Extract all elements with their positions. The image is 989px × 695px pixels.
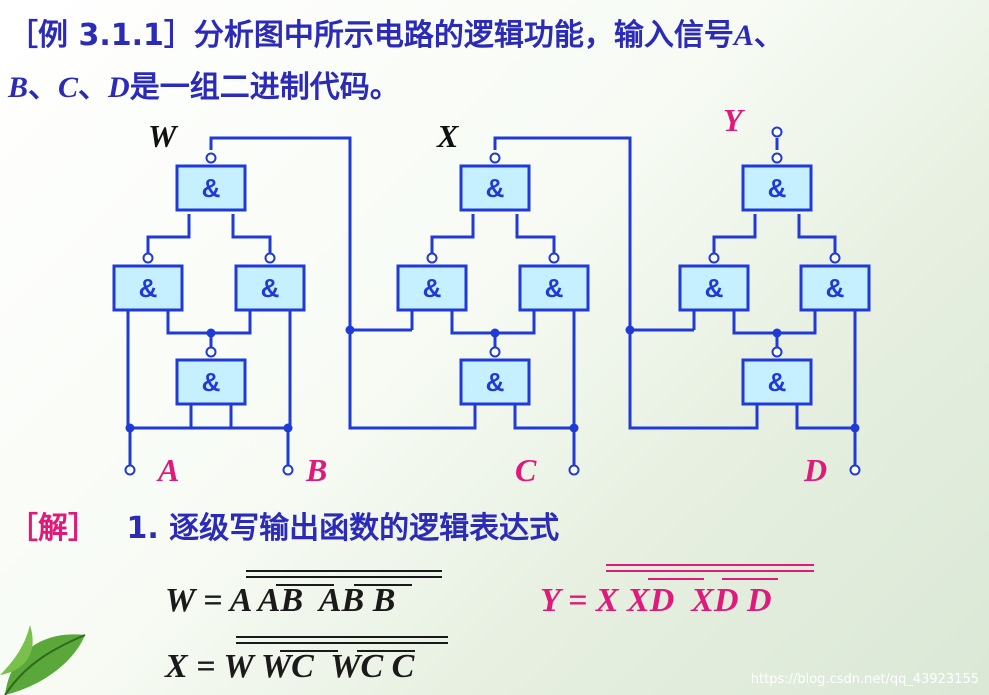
inversion-bubble: [708, 252, 720, 264]
inversion-bubble: [205, 346, 217, 358]
junction-dot: [283, 423, 293, 433]
junction-dot: [206, 328, 216, 338]
gate-symbol: &: [139, 273, 158, 303]
solution-heading: ［解］ 1. 逐级写输出函数的逻辑表达式: [8, 503, 559, 547]
nand-gate: [175, 358, 247, 406]
junction-dot: [490, 328, 500, 338]
example-label: ［例 3.1.1］: [8, 18, 194, 53]
input-d-label: D: [804, 452, 828, 488]
sep: 、: [753, 18, 784, 53]
solution-label: ［解］: [8, 511, 98, 546]
gate-symbol: &: [202, 367, 221, 397]
var-a: A: [733, 19, 754, 52]
inversion-bubble: [771, 126, 783, 138]
inversion-bubble: [205, 152, 217, 164]
problem-statement: ［例 3.1.1］分析图中所示电路的逻辑功能，输入信号A、B、C、D是一组二进制…: [8, 10, 983, 114]
step-text: 1. 逐级写输出函数的逻辑表达式: [126, 511, 560, 546]
nand-gate: [741, 358, 813, 406]
equation-x: X = W WC WC C: [165, 648, 415, 685]
gate-symbol: &: [486, 367, 505, 397]
output-w-label: W: [148, 118, 177, 154]
gate-symbol: &: [768, 367, 787, 397]
gate-symbol: &: [826, 273, 845, 303]
var-c: C: [58, 71, 79, 104]
nand-gate: [234, 264, 306, 312]
inversion-bubble: [124, 464, 136, 476]
statement-text-end: 是一组二进制代码。: [129, 70, 400, 105]
input-c-label: C: [515, 452, 537, 488]
inversion-bubble: [142, 252, 154, 264]
var-d: D: [108, 71, 130, 104]
inversion-bubble: [568, 464, 580, 476]
inversion-bubble: [771, 152, 783, 164]
output-y-label: Y: [723, 102, 743, 138]
inversion-bubble: [282, 464, 294, 476]
leaf-decoration: [0, 625, 86, 695]
inversion-bubble: [771, 346, 783, 358]
inversion-bubble: [264, 252, 276, 264]
nand-gate: [459, 164, 531, 212]
junction-dot: [772, 328, 782, 338]
equation-y: Y = X XD XD D: [540, 582, 772, 619]
gate-symbol: &: [545, 273, 564, 303]
nand-gate: [396, 264, 468, 312]
nand-gate: [459, 358, 531, 406]
nand-gate: [112, 264, 184, 312]
circuit-diagram: & & & & & & & & & & & &: [112, 126, 871, 476]
inversion-bubble: [829, 252, 841, 264]
output-x-label: X: [437, 118, 459, 154]
inversion-bubble: [489, 152, 501, 164]
gate-symbol: &: [486, 173, 505, 203]
gate-symbol: &: [202, 173, 221, 203]
nand-gate: [799, 264, 871, 312]
equation-w: W = A AB AB B: [165, 582, 396, 619]
sep: 、: [78, 70, 109, 105]
inversion-bubble: [426, 252, 438, 264]
nand-gate: [741, 164, 813, 212]
nand-gate: [175, 164, 247, 212]
input-b-label: B: [306, 452, 328, 488]
gate-symbol: &: [423, 273, 442, 303]
gate-symbol: &: [768, 173, 787, 203]
inversion-bubble: [548, 252, 560, 264]
var-b: B: [8, 71, 29, 104]
nand-gate: [518, 264, 590, 312]
watermark: https://blog.csdn.net/qq_43923155: [750, 672, 979, 687]
gate-symbol: &: [261, 273, 280, 303]
statement-text: 分析图中所示电路的逻辑功能，输入信号: [193, 18, 734, 53]
gate-symbol: &: [705, 273, 724, 303]
sep: 、: [28, 70, 59, 105]
junction-dot: [125, 423, 135, 433]
inversion-bubble: [489, 346, 501, 358]
input-a-label: A: [158, 452, 180, 488]
inversion-bubble: [849, 464, 861, 476]
nand-gate: [678, 264, 750, 312]
